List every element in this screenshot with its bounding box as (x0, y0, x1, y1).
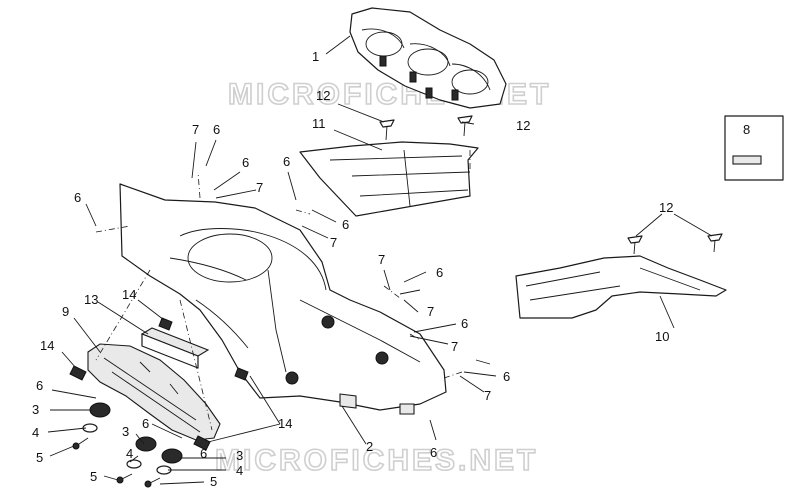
callout-4: 4 (236, 463, 243, 478)
callout-5: 5 (36, 450, 43, 465)
callout-4: 4 (32, 425, 39, 440)
callout-14: 14 (122, 287, 136, 302)
callout-9: 9 (62, 304, 69, 319)
part-side-panel[interactable] (515, 255, 727, 319)
part-rivets[interactable] (379, 115, 723, 255)
callout-6: 6 (436, 265, 443, 280)
callout-7: 7 (451, 339, 458, 354)
callout-6: 6 (36, 378, 43, 393)
part-upper-cover[interactable] (299, 141, 479, 217)
callout-12: 12 (516, 118, 530, 133)
callout-6: 6 (430, 445, 437, 460)
callout-6: 6 (142, 416, 149, 431)
callout-14: 14 (40, 338, 54, 353)
watermark-bottom: MICROFICHES.NET (215, 444, 538, 477)
callout-2: 2 (366, 439, 373, 454)
leader-lines (47, 35, 713, 485)
callout-14: 14 (278, 416, 292, 431)
callout-3: 3 (32, 402, 39, 417)
callout-6: 6 (213, 122, 220, 137)
part-screws[interactable] (72, 437, 161, 488)
part-main-fairing[interactable] (119, 183, 447, 415)
callout-6: 6 (200, 446, 207, 461)
callout-7: 7 (256, 180, 263, 195)
part-foam-strip[interactable] (140, 327, 210, 369)
callout-7: 7 (192, 122, 199, 137)
callout-3: 3 (236, 448, 243, 463)
callout-4: 4 (126, 446, 133, 461)
callout-6: 6 (74, 190, 81, 205)
part-switch-holder[interactable] (87, 343, 221, 441)
callout-12: 12 (659, 200, 673, 215)
callout-1: 1 (312, 49, 319, 64)
callout-6: 6 (461, 316, 468, 331)
callout-6: 6 (242, 155, 249, 170)
callout-11: 11 (312, 116, 326, 131)
assembly-lines (95, 150, 471, 431)
callout-5: 5 (90, 469, 97, 484)
callout-6: 6 (503, 369, 510, 384)
callout-8: 8 (743, 122, 750, 137)
callout-5: 5 (210, 474, 217, 489)
callout-10: 10 (655, 329, 669, 344)
callout-6: 6 (342, 217, 349, 232)
callout-7: 7 (330, 235, 337, 250)
callout-12: 12 (316, 88, 330, 103)
callout-7: 7 (378, 252, 385, 267)
callout-3: 3 (122, 424, 129, 439)
part-instrument-cluster[interactable] (349, 7, 507, 109)
callout-7: 7 (484, 388, 491, 403)
callout-7: 7 (427, 304, 434, 319)
part-clips[interactable] (69, 317, 249, 451)
callout-6: 6 (283, 154, 290, 169)
callout-13: 13 (84, 292, 98, 307)
callout-labels: 1 12 12 11 8 7 6 6 6 7 6 6 7 12 7 6 7 6 … (32, 49, 750, 489)
part-8-inset-box[interactable] (724, 115, 784, 181)
